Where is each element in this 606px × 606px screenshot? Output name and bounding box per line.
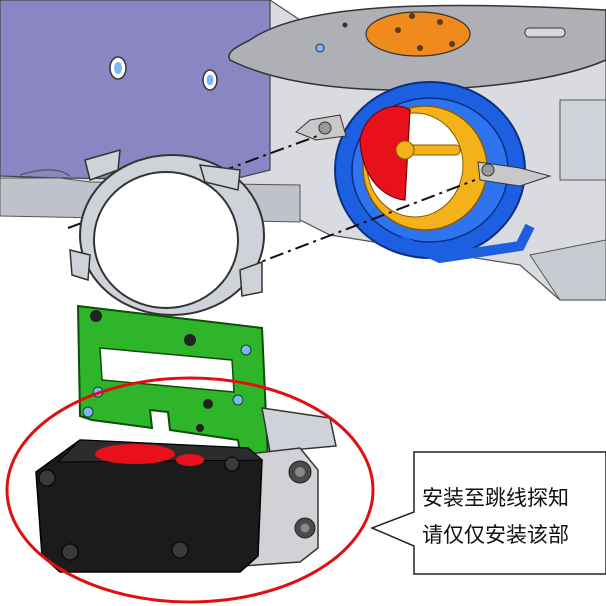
green-bracket <box>76 304 337 462</box>
orange-disk <box>365 11 471 57</box>
sensor-lens-small <box>176 454 204 466</box>
sensor-lens <box>95 444 175 464</box>
highlight-ellipse <box>5 376 375 604</box>
bracket-window <box>99 347 235 393</box>
latch-right <box>477 161 552 187</box>
alignment-lines <box>67 134 476 269</box>
callout-box <box>370 451 606 575</box>
mounting-ring <box>69 148 265 316</box>
top-plate <box>228 4 606 91</box>
callout-text-line-2: 请仅仅安装该部 <box>422 523 569 547</box>
frame-side-panel <box>0 0 271 181</box>
callout-text-line-1: 安装至跳线探知 <box>422 486 569 510</box>
red-inner-part <box>359 105 411 201</box>
sensor-block <box>35 439 319 573</box>
frame-hole-inner <box>114 62 122 74</box>
blue-ring-assembly <box>295 81 552 264</box>
